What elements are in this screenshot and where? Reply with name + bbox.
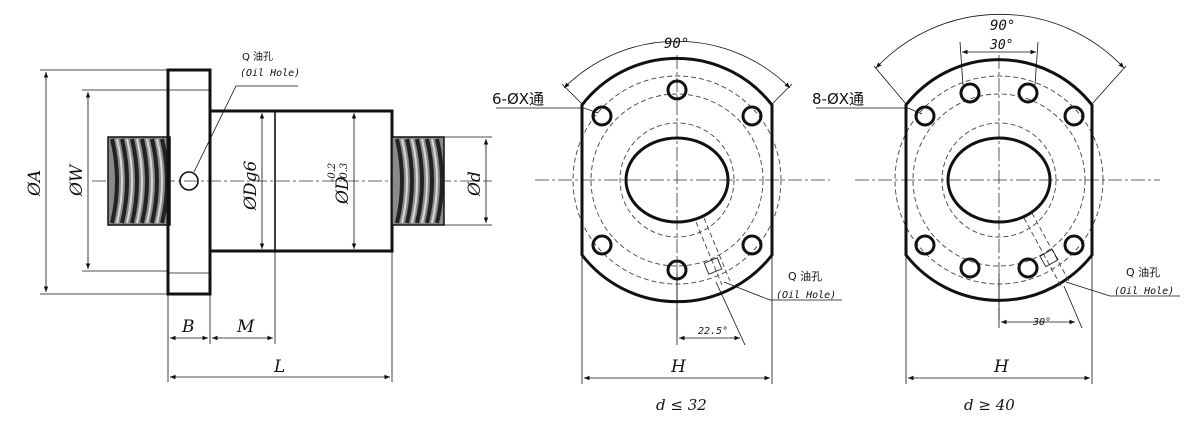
large-holes-label: 8-ØX通 (812, 90, 864, 108)
large-bolt-circle (912, 93, 1086, 267)
large-bolt-hole (959, 82, 981, 104)
large-dim-H: H (993, 357, 1010, 377)
large-oil-q-label: Q 油孔 (1126, 265, 1160, 279)
small-oil-angle: 22.5° (698, 326, 728, 337)
large-oil-angle: 30° (1032, 317, 1051, 328)
dim-M-label: M (236, 317, 255, 337)
small-bolt-hole (741, 234, 763, 256)
small-oil-q-label: Q 油孔 (788, 269, 822, 283)
small-oil-channel (695, 217, 731, 286)
large-bolt-hole (914, 234, 936, 256)
small-oil-en-label: (Oil Hole) (776, 290, 836, 301)
small-dim-H: H (670, 357, 687, 377)
dim-D-label: ØD (333, 176, 353, 205)
small-bore (624, 136, 730, 224)
large-holes-leader (816, 107, 923, 115)
small-holes-leader (496, 107, 599, 114)
small-caption: d ≤ 32 (656, 396, 707, 414)
large-angle-inner: 30° (989, 38, 1013, 53)
oil-hole-en-label: (Oil Hole) (240, 68, 300, 79)
dim-D-tol-upper: -0.2 (327, 163, 338, 182)
dim-B-label: B (181, 317, 195, 337)
small-bolt-hole (741, 105, 763, 127)
large-angle-arc (875, 13, 1125, 69)
large-bore (946, 136, 1052, 224)
front-view-small: 90° 6-ØX通 Q 油孔 (Oil Hole) 22.5° H d ≤ 32 (492, 36, 842, 414)
front-view-large: 90° 30° 8-ØX通 Q 油孔 (Oil Hole) 30° H d ≥ … (812, 13, 1180, 414)
dim-W-label: ØW (67, 163, 87, 197)
right-screw-thread (391, 136, 445, 226)
dim-Dg6-label: ØDg6 (241, 161, 261, 211)
large-oil-channel (1023, 212, 1071, 289)
large-bolt-hole (1063, 105, 1085, 127)
large-bolt-hole (1017, 82, 1039, 104)
large-bolt-hole (914, 105, 936, 127)
large-oil-en-label: (Oil Hole) (1114, 286, 1174, 297)
large-oil-leader (1065, 281, 1180, 297)
oil-hole-q-label: Q 油孔 (242, 50, 273, 63)
small-oil-leader (723, 281, 842, 301)
oil-hole-circle (179, 171, 199, 191)
left-screw-thread (107, 136, 171, 226)
dim-D-tol-lower: -0.3 (339, 163, 350, 182)
side-view: ØA ØW ØDg6 ØD -0.2 -0.3 Ød Q 油孔 (Oil Hol… (25, 50, 492, 382)
small-bolt-hole (591, 234, 613, 256)
small-inner-dashed (619, 122, 735, 238)
small-holes-label: 6-ØX通 (492, 90, 544, 108)
small-angle-top: 90° (664, 36, 689, 52)
large-bolt-hole (959, 257, 981, 279)
large-inner-dashed (941, 122, 1057, 238)
oil-hole-leader (193, 85, 298, 173)
dim-d-label: Ød (465, 171, 485, 197)
dim-A-label: ØA (25, 170, 45, 197)
small-bolt-hole (591, 105, 613, 127)
flange (166, 68, 212, 296)
dim-L-label: L (273, 357, 285, 377)
small-angle-arc (563, 40, 791, 89)
small-bolt-hole (666, 79, 688, 101)
large-caption: d ≥ 40 (964, 396, 1015, 414)
small-bolt-circle (590, 93, 764, 267)
large-bolt-hole (1017, 257, 1039, 279)
large-bolt-hole (1063, 234, 1085, 256)
large-angle-top: 90° (990, 18, 1015, 34)
